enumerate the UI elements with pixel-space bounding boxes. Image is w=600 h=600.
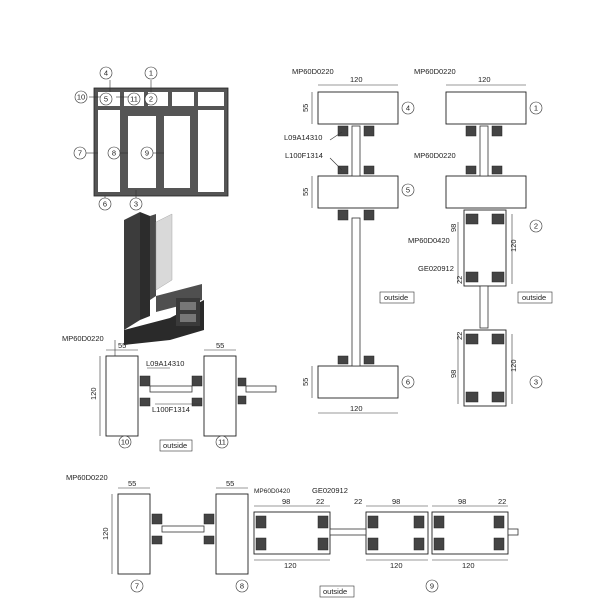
dim-22-a: 22: [455, 276, 464, 284]
callout-4: 4: [99, 66, 113, 80]
svg-text:4: 4: [406, 104, 410, 113]
label-l09a14310-b: L09A14310: [146, 359, 184, 368]
dim-55-d: 55: [118, 341, 126, 350]
callout-5: 5: [99, 92, 113, 106]
label-l100f1314-b: L100F1314: [152, 405, 190, 414]
label-mp60d0420-a: MP60D0420: [408, 236, 450, 245]
svg-text:3: 3: [134, 200, 138, 209]
svg-text:9: 9: [430, 582, 434, 591]
svg-text:10: 10: [121, 438, 129, 447]
section-4-5-6: [311, 84, 415, 414]
dim-98-d: 98: [392, 497, 400, 506]
dim-22-c: 22: [316, 497, 324, 506]
section-1-2-3: [445, 84, 553, 407]
svg-text:9: 9: [145, 149, 149, 158]
dim-55-c: 55: [301, 378, 310, 386]
dim-98-a: 98: [449, 224, 458, 232]
callout-3-section: 3: [529, 375, 543, 389]
callout-1: 1: [144, 66, 158, 80]
svg-text:10: 10: [77, 93, 85, 102]
callout-3: 3: [129, 197, 143, 211]
dim-55-f: 55: [128, 479, 136, 488]
outside-label-d: outside: [323, 587, 347, 596]
dim-120-b: 120: [478, 75, 491, 84]
label-ge020912-b: GE020912: [312, 486, 348, 495]
outside-label-b: outside: [522, 293, 546, 302]
label-ge020912-a: GE020912: [418, 264, 454, 273]
svg-text:6: 6: [406, 378, 410, 387]
callout-7: 7: [73, 146, 87, 160]
callout-10: 10: [74, 90, 88, 104]
dim-22-b: 22: [455, 332, 464, 340]
window-elevation: [86, 80, 229, 200]
section-7-8-9: [111, 487, 519, 598]
callout-2: 2: [144, 92, 158, 106]
outside-label-c: outside: [163, 441, 187, 450]
dim-55-b: 55: [301, 188, 310, 196]
label-mp60d0220-e: MP60D0220: [66, 473, 108, 482]
callout-11: 11: [127, 92, 141, 106]
dim-120-g: 120: [101, 527, 110, 540]
svg-text:2: 2: [534, 222, 538, 231]
dim-120-j: 120: [462, 561, 475, 570]
dim-98-b: 98: [449, 370, 458, 378]
dim-120-i: 120: [390, 561, 403, 570]
callout-4-section: 4: [401, 101, 415, 115]
dim-120-a: 120: [350, 75, 363, 84]
label-mp60d0220-b: MP60D0220: [414, 67, 456, 76]
svg-text:11: 11: [130, 95, 138, 104]
section-10-11: [99, 340, 277, 452]
dim-120-e: 120: [509, 359, 518, 372]
svg-text:5: 5: [104, 95, 108, 104]
callout-8: 8: [107, 146, 121, 160]
dim-120-d: 120: [509, 239, 518, 252]
svg-text:8: 8: [112, 149, 116, 158]
dim-120-h: 120: [284, 561, 297, 570]
callout-8-section: 8: [235, 579, 249, 593]
label-l09a14310-a: L09A14310: [284, 133, 322, 142]
dim-22-e: 22: [498, 497, 506, 506]
dim-55-e: 55: [216, 341, 224, 350]
svg-text:4: 4: [104, 69, 108, 78]
svg-text:7: 7: [135, 582, 139, 591]
callout-10-section: 10: [118, 435, 132, 449]
label-mp60d0220-a: MP60D0220: [292, 67, 334, 76]
callout-6-section: 6: [401, 375, 415, 389]
dim-55-a: 55: [301, 104, 310, 112]
label-mp60d0420-b: MP60D0420: [254, 488, 291, 495]
label-l100f1314-a: L100F1314: [285, 151, 323, 160]
dim-22-d: 22: [354, 497, 362, 506]
label-mp60d0220-c: MP60D0220: [414, 151, 456, 160]
svg-text:1: 1: [534, 104, 538, 113]
callout-11-section: 11: [215, 435, 229, 449]
svg-text:11: 11: [218, 438, 226, 447]
dim-120-f: 120: [89, 387, 98, 400]
callout-1-section: 1: [529, 101, 543, 115]
dim-98-e: 98: [458, 497, 466, 506]
svg-text:8: 8: [240, 582, 244, 591]
callout-2-section: 2: [529, 219, 543, 233]
callout-5-section: 5: [401, 183, 415, 197]
callout-9-section: 9: [425, 579, 439, 593]
svg-text:6: 6: [103, 200, 107, 209]
dim-120-c: 120: [350, 404, 363, 413]
svg-text:1: 1: [149, 69, 153, 78]
dim-98-c: 98: [282, 497, 290, 506]
svg-text:2: 2: [149, 95, 153, 104]
svg-text:3: 3: [534, 378, 538, 387]
dim-55-g: 55: [226, 479, 234, 488]
svg-text:5: 5: [406, 186, 410, 195]
label-mp60d0220-d: MP60D0220: [62, 334, 104, 343]
outside-label-a: outside: [384, 293, 408, 302]
profile-3d-render: [124, 212, 204, 345]
callout-9: 9: [140, 146, 154, 160]
callout-6: 6: [98, 197, 112, 211]
callout-7-section: 7: [130, 579, 144, 593]
svg-text:7: 7: [78, 149, 82, 158]
